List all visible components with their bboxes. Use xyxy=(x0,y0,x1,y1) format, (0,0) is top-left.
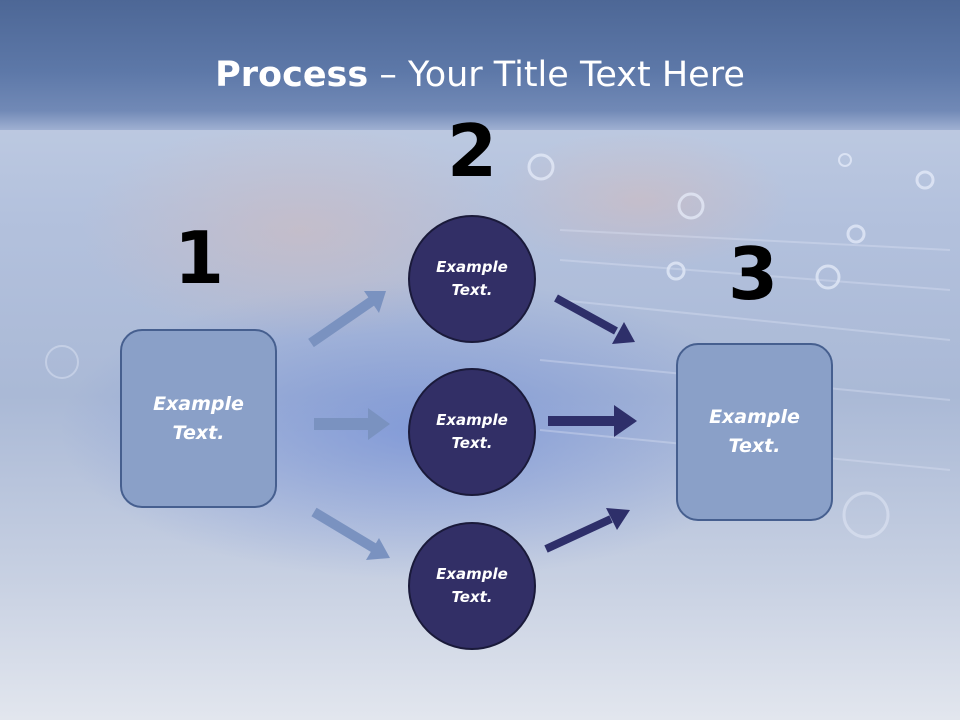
title-rest: – Your Title Text Here xyxy=(368,55,745,95)
output-box: Example Text. xyxy=(676,343,833,521)
process-circle-middle: Example Text. xyxy=(408,368,536,496)
stage-number-2: 2 xyxy=(446,109,498,193)
process-circle-bottom: Example Text. xyxy=(408,522,536,650)
input-box: Example Text. xyxy=(120,329,277,508)
stage-number-3: 3 xyxy=(727,232,779,316)
title-bar xyxy=(0,0,960,130)
output-box-label: Example Text. xyxy=(709,406,800,457)
process-circle-middle-label: Example Text. xyxy=(436,411,508,452)
arrow-to-middle-circle xyxy=(314,408,390,440)
arrow-from-bottom-circle xyxy=(544,508,630,553)
process-circle-bottom-label: Example Text. xyxy=(436,565,508,606)
process-circle-top: Example Text. xyxy=(408,215,536,343)
input-box-label: Example Text. xyxy=(153,392,244,444)
page-title: Process – Your Title Text Here xyxy=(0,52,960,98)
arrow-from-top-circle xyxy=(554,294,635,344)
arrow-to-top-circle xyxy=(308,291,386,348)
stage-number-1: 1 xyxy=(173,216,225,300)
arrow-to-bottom-circle xyxy=(311,507,390,560)
arrow-from-middle-circle xyxy=(548,405,637,437)
process-circle-top-label: Example Text. xyxy=(436,258,508,299)
title-bold: Process xyxy=(215,55,369,95)
